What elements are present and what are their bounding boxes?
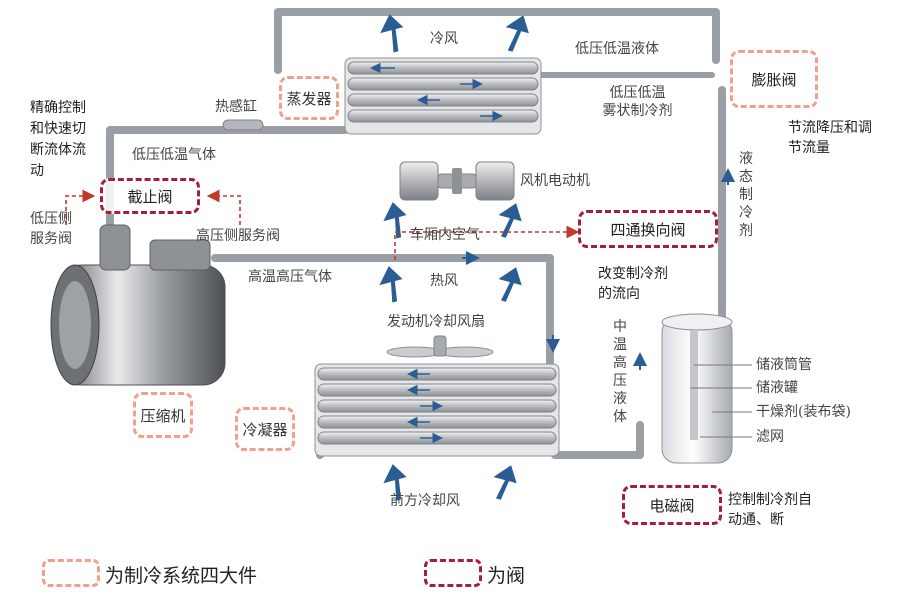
- mid-temp-liquid-label: 中温高压液体: [613, 319, 627, 425]
- receiver-tube-label: 储液筒管: [756, 357, 812, 373]
- high-side-service-valve-label: 高压侧服务阀: [196, 228, 280, 244]
- throttle-regulate-label: 节流降压和调 节流量: [788, 120, 872, 156]
- receiver-tank-label: 储液罐: [756, 380, 798, 396]
- legend-component-text: 为制冷系统四大件: [105, 565, 258, 587]
- evaporator-coil: [344, 57, 542, 135]
- front-cooling-air-label: 前方冷却风: [390, 493, 460, 509]
- filter-label: 滤网: [756, 429, 784, 445]
- engine-cooling-fan: [386, 335, 494, 358]
- solenoid-valve-box: 电磁阀: [622, 485, 722, 525]
- fan-motor-label: 风机电动机: [520, 173, 590, 189]
- liquid-refrigerant-label: 液态制冷剂: [739, 151, 753, 239]
- legend-component-swatch: [42, 559, 100, 587]
- annotation-arrows: [65, 189, 580, 260]
- high-temp-gas-label: 高温高压气体: [248, 269, 332, 285]
- pipe-flow-arrows: [462, 168, 735, 370]
- fan-motor: [399, 161, 515, 201]
- engine-cooling-fan-label: 发动机冷却风扇: [387, 314, 485, 330]
- low-temp-liquid-label: 低压低温液体: [575, 41, 659, 57]
- top-pipe: [274, 8, 720, 74]
- change-flow-direction-label: 改变制冷剂 的流向: [598, 266, 668, 302]
- four-way-valve-box: 四通换向阀: [578, 210, 718, 248]
- control-auto-onoff-label: 控制制冷剂自 动通、断: [728, 492, 812, 528]
- evaporator-box: 蒸发器: [279, 76, 339, 120]
- condenser-box: 冷凝器: [235, 407, 295, 451]
- expansion-valve-box: 膨胀阀: [730, 50, 818, 108]
- low-temp-gas-label: 低压低温气体: [132, 147, 216, 163]
- cabin-air-label: 车厢内空气: [410, 227, 480, 243]
- shutoff-valve-box: 截止阀: [100, 178, 200, 214]
- precise-control-label: 精确控制 和快速切 断流体流 动: [30, 100, 86, 179]
- thermal-bulb: [222, 119, 264, 131]
- desiccant-label: 干燥剂(装布袋): [756, 404, 851, 420]
- hot-air-label: 热风: [430, 273, 458, 289]
- legend-valve-text: 为阀: [487, 565, 526, 587]
- compressor-box: 压缩机: [133, 392, 193, 438]
- thermal-bulb-label: 热感缸: [215, 99, 257, 115]
- condenser-coil: [314, 363, 560, 457]
- low-side-service-valve-label: 低压侧 服务阀: [30, 211, 72, 247]
- legend-valve-swatch: [424, 559, 482, 587]
- airflow-arrows: [379, 14, 529, 501]
- cold-air-label: 冷风: [430, 31, 458, 47]
- receiver-drier: [661, 313, 752, 464]
- low-temp-mist-label: 低压低温 雾状制冷剂: [602, 85, 673, 119]
- compressor-body: [50, 224, 226, 386]
